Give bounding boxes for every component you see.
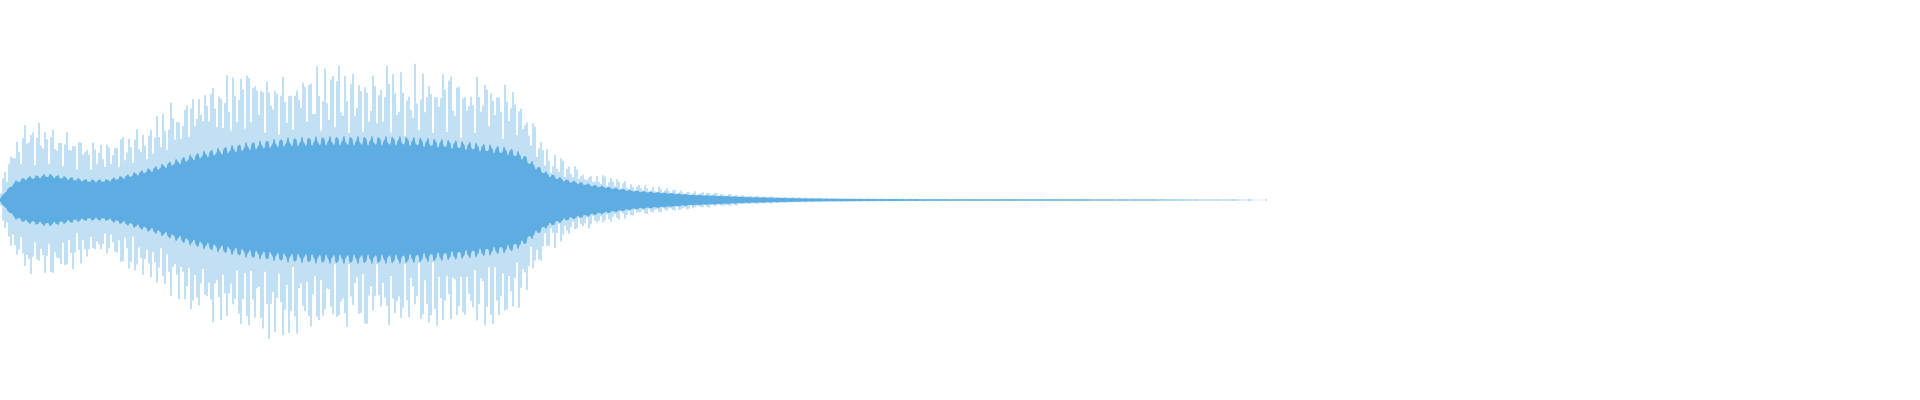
waveform-peaks	[0, 63, 1266, 339]
waveform-sample-dot	[1248, 199, 1250, 201]
waveform-sample-dot	[1168, 199, 1170, 201]
waveform-sample-dot	[1182, 199, 1184, 201]
waveform-sample-dot	[1232, 199, 1234, 201]
waveform-sample-dot	[1215, 199, 1217, 201]
waveform-body	[0, 135, 1920, 265]
waveform-sample-dot	[1265, 199, 1267, 201]
waveform-sample-dot	[1150, 199, 1152, 201]
waveform-sample-dot	[1196, 199, 1198, 201]
waveform-tail-samples	[1150, 199, 1267, 201]
